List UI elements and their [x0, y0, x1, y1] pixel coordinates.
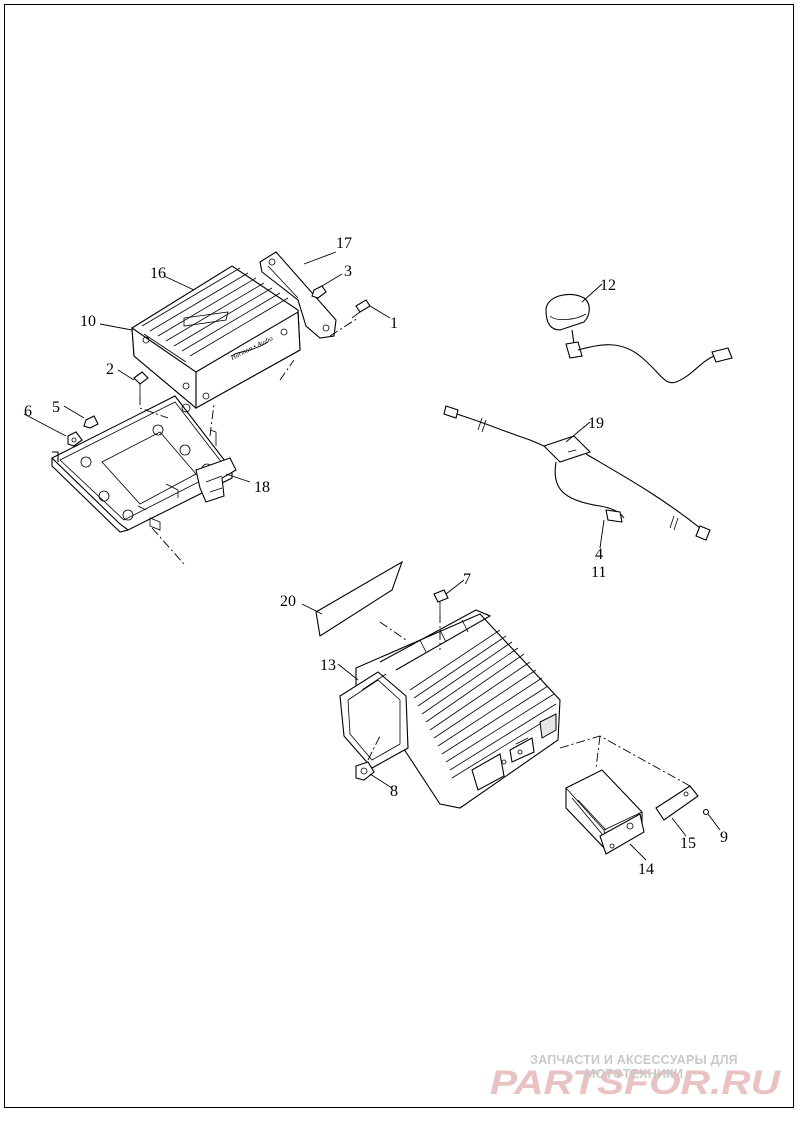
callout-6: 6	[24, 403, 32, 420]
amplifier-unit: Harmon • Audio	[131, 265, 301, 410]
callout-16: 16	[150, 265, 166, 282]
leader-lines	[23, 251, 721, 861]
callout-17: 17	[336, 235, 352, 252]
callout-1: 1	[390, 315, 398, 332]
cover-part	[655, 785, 699, 821]
watermark-logo-text: PARTSFOR.RU	[490, 1064, 782, 1102]
diagram-frame	[4, 4, 794, 1108]
card-part	[315, 560, 404, 637]
watermark-tagline: ЗАПЧАСТИ И АКСЕССУАРЫ ДЛЯ МОТОТЕХНИКИ	[530, 1053, 738, 1081]
module-part	[565, 769, 645, 855]
callout-9: 9	[720, 829, 728, 846]
callout-14: 14	[638, 861, 654, 878]
callout-3: 3	[344, 263, 352, 280]
mounting-plate	[51, 395, 233, 533]
callout-19: 19	[588, 415, 604, 432]
screw-2	[133, 371, 149, 396]
callout-7: 7	[463, 571, 471, 588]
nut-6	[67, 431, 83, 447]
callout-labels: 17 3 16 1 10 2 5 6 18 12 19 4 11 20 7 13…	[24, 235, 728, 878]
callout-13: 13	[320, 657, 336, 674]
callout-12: 12	[600, 277, 616, 294]
nut-3	[311, 285, 327, 299]
callout-4: 4	[595, 546, 603, 563]
callout-5: 5	[52, 399, 60, 416]
clip-part	[195, 457, 237, 503]
callout-10: 10	[80, 313, 96, 330]
antenna-part	[545, 293, 733, 384]
callout-15: 15	[680, 835, 696, 852]
nut-8	[355, 761, 375, 781]
watermark-logo: PARTSFOR.RU	[490, 1064, 782, 1102]
callout-18: 18	[254, 479, 270, 496]
radio-unit	[339, 609, 561, 809]
callout-20: 20	[280, 593, 296, 610]
screw-9	[702, 808, 710, 816]
screw-7	[433, 589, 449, 614]
callout-8: 8	[390, 783, 398, 800]
cable-harness	[443, 405, 711, 541]
callout-11: 11	[591, 564, 606, 581]
screw-1	[351, 299, 371, 319]
nut-5	[83, 415, 99, 429]
callout-2: 2	[106, 361, 114, 378]
amplifier-assembly: Harmon • Audio	[51, 251, 371, 565]
bracket-part	[259, 251, 337, 339]
